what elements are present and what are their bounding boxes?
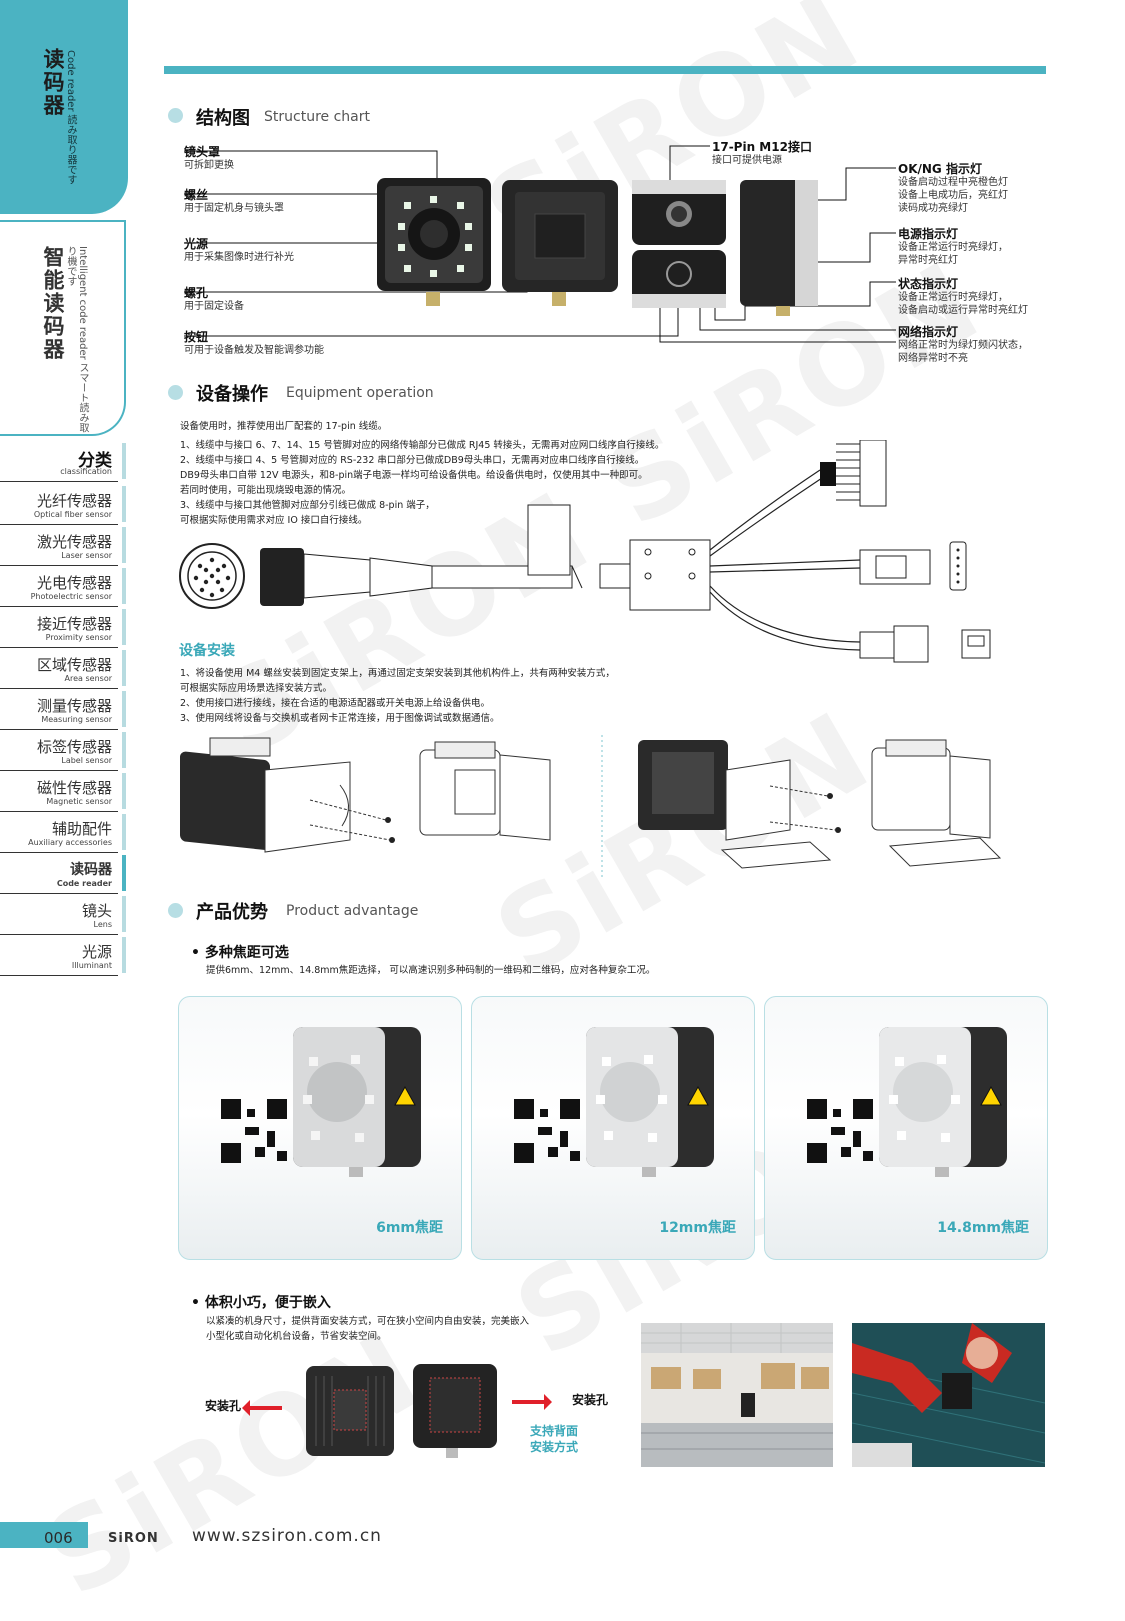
callout-desc: 接口可提供电源: [712, 155, 782, 166]
section-bullet: [168, 903, 183, 918]
install-step-2: [419, 741, 551, 841]
feature-title: • 体积小巧，便于嵌入: [191, 1295, 331, 1311]
callout-title: 状态指示灯: [898, 277, 959, 291]
page-number: 006: [44, 1529, 73, 1547]
tab-subtitle: Code reader 読み取り器です: [65, 50, 76, 185]
section-bullet: [168, 385, 183, 400]
install-step-3: [638, 740, 841, 869]
structure-diagram: [184, 145, 896, 343]
footer-logo: SiRON: [108, 1531, 159, 1546]
callout-title: 光源: [184, 237, 209, 251]
callout-desc: 用于采集图像时进行补光: [184, 252, 294, 263]
section-title-en: Structure chart: [264, 109, 370, 125]
arrow-right-icon: [512, 1394, 552, 1410]
section-bullet: [168, 108, 183, 123]
callout-title: 17-Pin M12接口: [712, 140, 812, 154]
callout-title: 螺孔: [184, 286, 209, 300]
tab-subtitle: Intelligent code reader スマート読み取り機です: [65, 246, 88, 433]
compact-reader-images: [242, 1364, 552, 1458]
cable-diagram: [179, 440, 991, 663]
tab-title: 读码器: [41, 48, 65, 117]
feature-title: • 多种焦距可选: [191, 945, 289, 961]
focus-label: 6mm焦距: [376, 1220, 443, 1236]
callout-desc: 用于固定机身与镜头罩: [184, 203, 284, 214]
reader-front-view: [377, 178, 491, 306]
arrow-left-icon: [242, 1400, 282, 1416]
sidebar-tab-code-reader[interactable]: 读码器 Code reader 読み取り器です: [0, 0, 128, 214]
reader-side-view: [740, 180, 818, 316]
callout-desc: 设备正常运行时亮绿灯，设备启动或运行异常时亮红灯: [898, 292, 1028, 316]
focus-card-12mm: 12mm焦距: [471, 996, 755, 1260]
callout-desc: 可拆卸更换: [184, 160, 234, 171]
mount-hole-label-left: 安装孔: [205, 1399, 242, 1413]
footer-url[interactable]: www.szsiron.com.cn: [192, 1526, 382, 1546]
callout-desc: 用于固定设备: [184, 301, 244, 312]
reader-back-view: [502, 180, 618, 306]
section-title-en: Equipment operation: [286, 385, 434, 401]
callout-desc: 设备启动过程中亮橙色灯设备上电成功后，亮红灯读码成功亮绿灯: [898, 177, 1008, 214]
install-diagrams: [180, 735, 1002, 880]
feature-desc: 以紧凑的机身尺寸，提供背面安装方式，可在狭小空间内自由安装，完美嵌入 小型化或自…: [206, 1316, 530, 1342]
header-accent-bar: [164, 66, 1046, 74]
application-photo-robot: [852, 1323, 1045, 1467]
section-title: 设备操作: [196, 384, 268, 405]
operation-text: 设备使用时，推荐使用出厂配套的 17-pin 线缆。 1、线缆中与接口 6、7、…: [180, 421, 665, 526]
back-mount-label: 支持背面 安装方式: [530, 1424, 579, 1454]
reader-with-qr: [221, 1027, 421, 1177]
focus-label: 12mm焦距: [659, 1220, 736, 1236]
callout-title: 电源指示灯: [898, 227, 959, 241]
install-title: 设备安装: [179, 643, 235, 659]
sidebar-tab-intelligent-code-reader[interactable]: 智能读码器 Intelligent code reader スマート読み取り機で…: [0, 220, 126, 436]
tab-title: 智能读码器: [41, 246, 65, 361]
callout-desc: 网络正常时为绿灯频闪状态，网络异常时不亮: [898, 340, 1028, 364]
install-step-4: [871, 739, 1002, 867]
reader-with-qr: [807, 1027, 1007, 1177]
install-text: 1、将设备使用 M4 螺丝安装到固定支架上，再通过固定支架安装到其他机构件上，共…: [180, 668, 615, 724]
footer-bar: [0, 1522, 88, 1548]
section-title: 产品优势: [196, 902, 268, 923]
install-step-1: [180, 737, 395, 853]
section-title: 结构图: [196, 108, 250, 129]
callout-title: OK/NG 指示灯: [898, 162, 982, 176]
callout-title: 螺丝: [184, 188, 209, 202]
callout-desc: 设备正常运行时亮绿灯，异常时亮红灯: [898, 242, 1008, 266]
callout-title: 按钮: [184, 330, 209, 344]
feature-desc: 提供6mm、12mm、14.8mm焦距选择， 可以高速识别多种码制的一维码和二维…: [206, 965, 656, 976]
reader-with-qr: [514, 1027, 714, 1177]
section-title-en: Product advantage: [286, 903, 419, 919]
callout-title: 网络指示灯: [898, 325, 959, 339]
focus-card-6mm: 6mm焦距: [178, 996, 462, 1260]
callout-title: 镜头罩: [184, 145, 221, 159]
reader-top-view: [632, 180, 726, 308]
callout-desc: 可用于设备触发及智能调参功能: [184, 345, 324, 356]
focus-card-14-8mm: 14.8mm焦距: [764, 996, 1048, 1260]
focus-label: 14.8mm焦距: [937, 1220, 1029, 1236]
mount-hole-label-right: 安装孔: [572, 1393, 609, 1407]
application-photo-warehouse: [641, 1323, 833, 1467]
